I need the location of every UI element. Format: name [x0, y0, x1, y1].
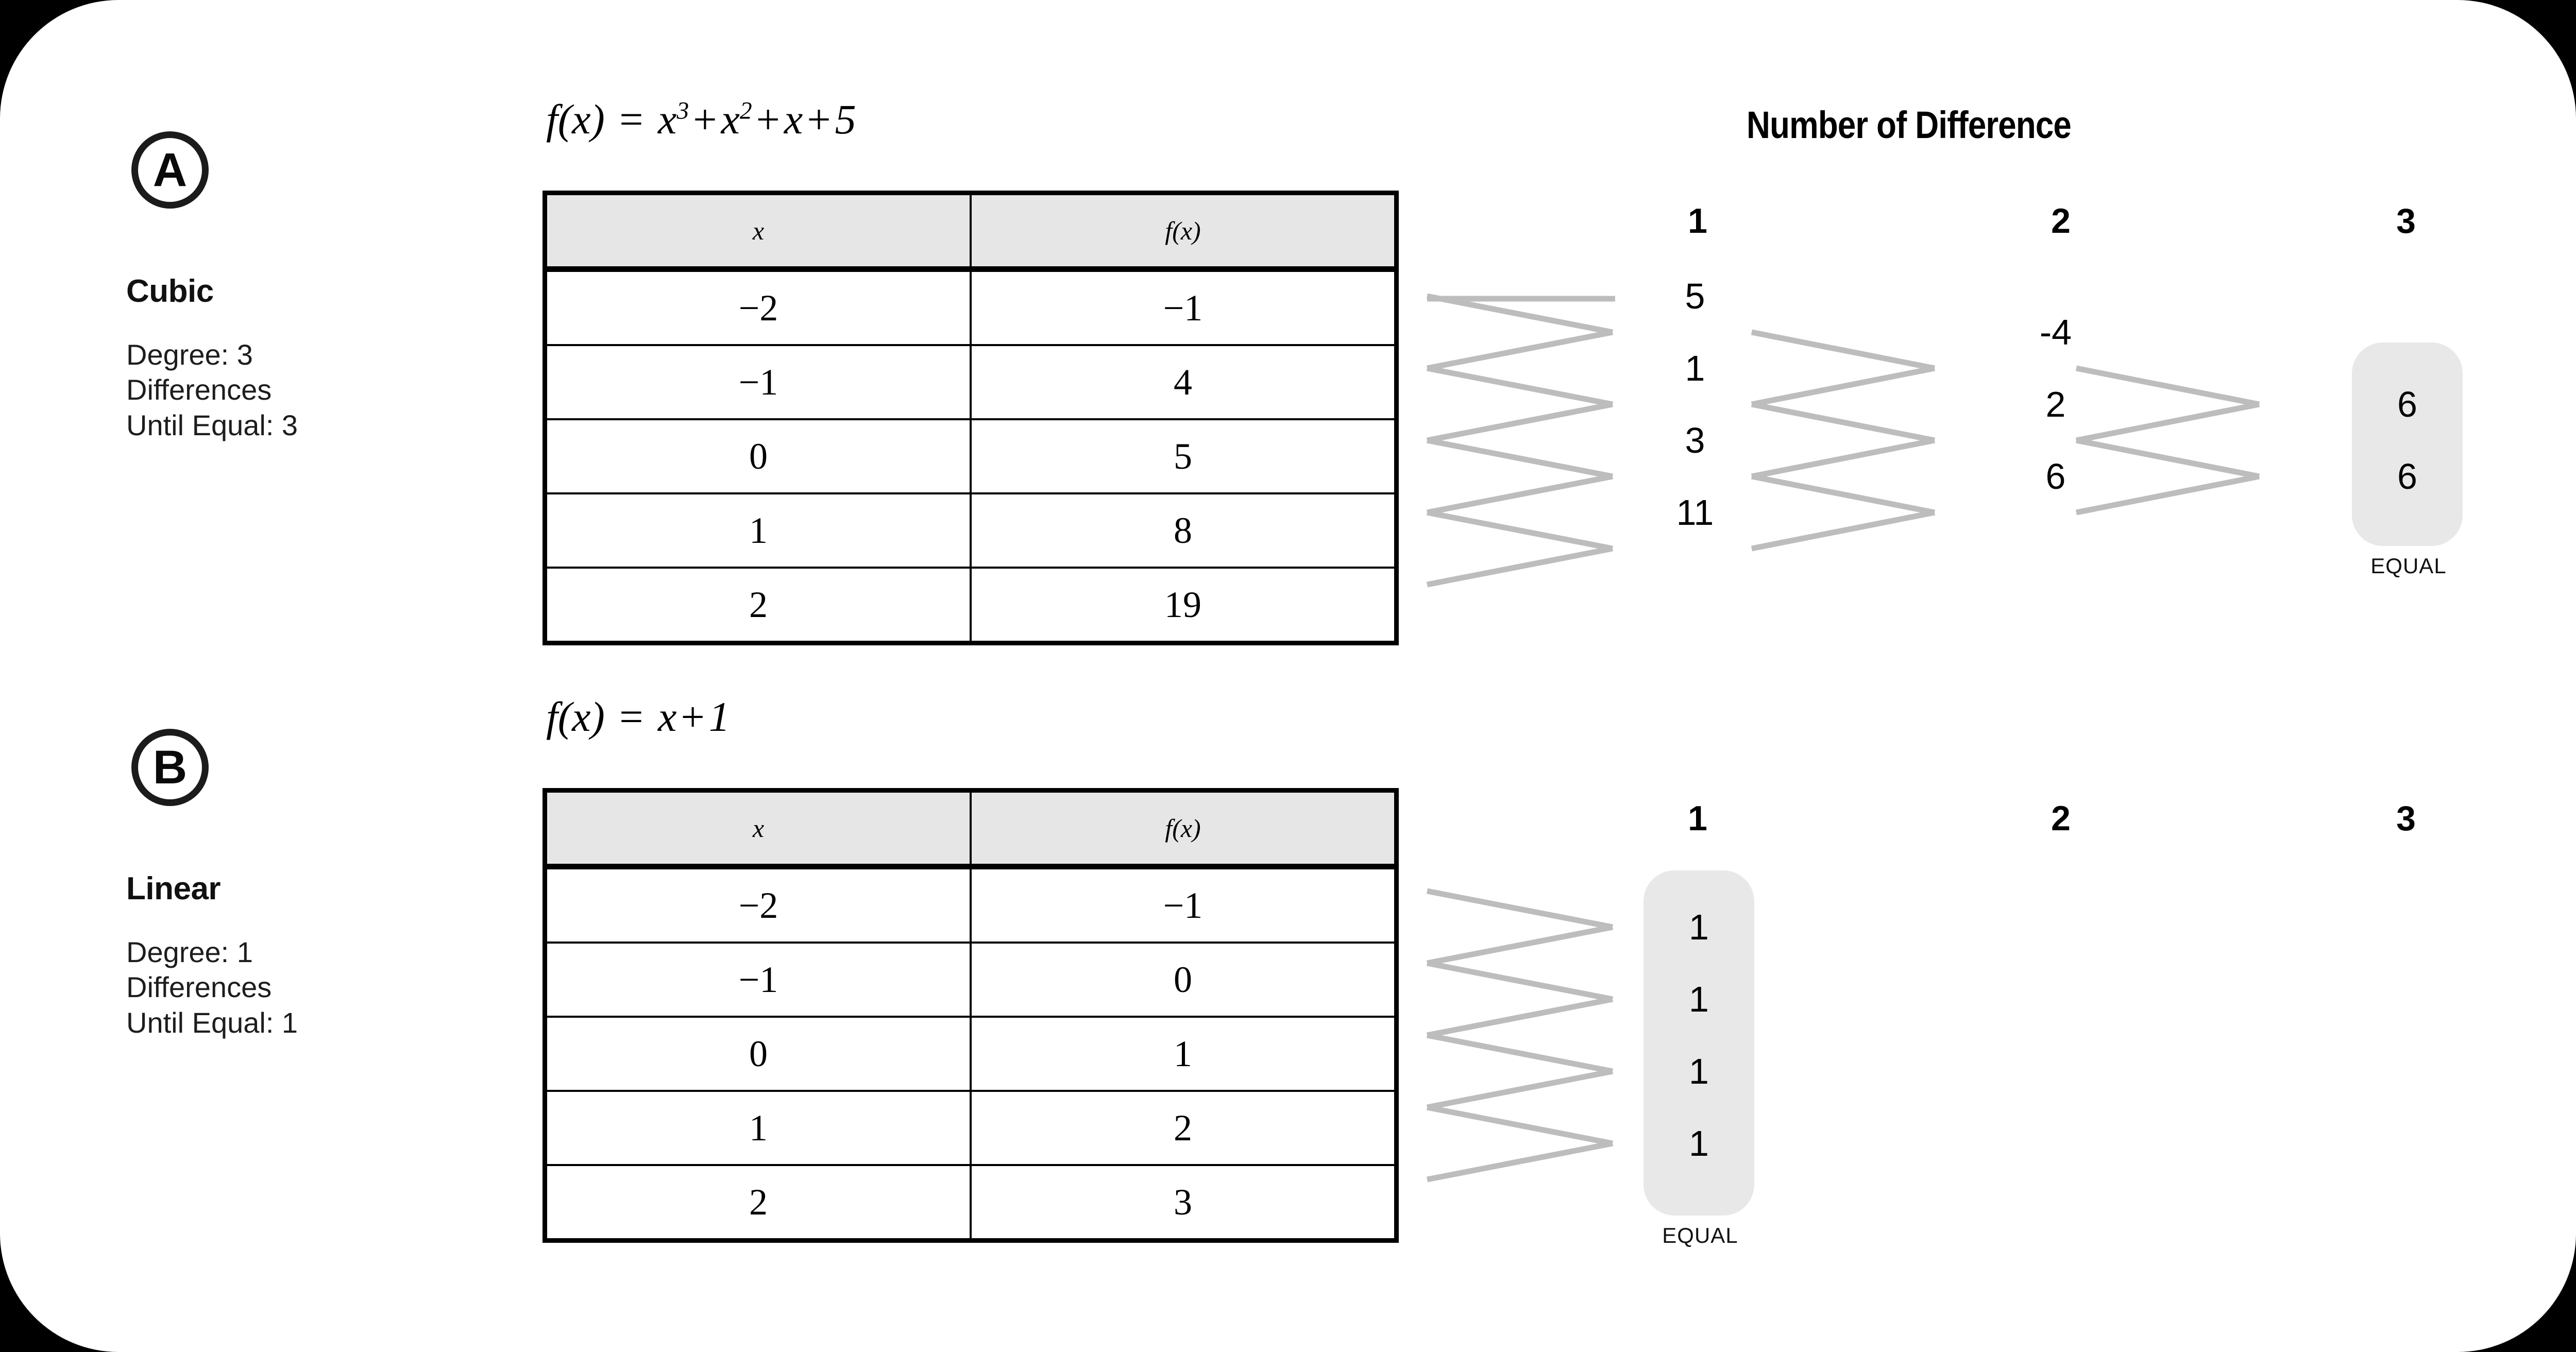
diff-value: 1: [1689, 1123, 1709, 1163]
col-header-fx: f(x): [970, 789, 1398, 869]
formula-rhs: x+1: [658, 693, 730, 740]
col-header-x: x: [544, 192, 972, 272]
table-row: −1 0: [544, 942, 1398, 1018]
panel-tag-letter: B: [152, 741, 188, 794]
table-row: −2 −1: [544, 865, 1398, 944]
equal-label-b: EQUAL: [1662, 1223, 1738, 1247]
col-header-x: x: [544, 789, 972, 869]
diff-col-header-1: 1: [1688, 201, 1707, 241]
value-table-a: x f(x) −2 −1 −1 4 0 5 1 8 2: [543, 191, 1399, 645]
cell-fx: 8: [970, 492, 1398, 569]
diff-col-header-3: 3: [2396, 201, 2416, 241]
formula-a: f(x) = x3+x2+x+5: [546, 95, 856, 144]
table-header-row: x f(x): [544, 192, 1398, 272]
table-row: 0 5: [544, 418, 1398, 494]
table-row: −2 −1: [544, 268, 1398, 346]
cell-fx: 19: [970, 567, 1398, 644]
diff-value: 1: [1685, 348, 1705, 388]
diff-value: 1: [1689, 907, 1709, 947]
panel-title-a: Cubic: [126, 273, 214, 309]
cell-x: 1: [544, 1090, 972, 1166]
diff-value: 2: [2045, 384, 2066, 424]
diff-col-header-1: 1: [1688, 799, 1707, 838]
cell-x: 0: [544, 418, 972, 494]
diff-value: 1: [1689, 979, 1709, 1019]
cell-x: 0: [544, 1016, 972, 1092]
col-header-fx: f(x): [970, 192, 1398, 272]
equal-label-a: EQUAL: [2370, 554, 2447, 578]
diff-value: 3: [1685, 420, 1705, 460]
panel-tag-a: A: [131, 131, 209, 209]
table-row: 2 19: [544, 567, 1398, 644]
cell-x: 2: [544, 1164, 972, 1242]
diff-value: 5: [1685, 276, 1705, 316]
cell-x: 2: [544, 567, 972, 644]
formula-lhs: f(x): [546, 693, 605, 740]
cell-x: −2: [544, 268, 972, 346]
diff-col-header-3: 3: [2396, 799, 2416, 838]
cell-fx: 4: [970, 344, 1398, 420]
cell-fx: −1: [970, 268, 1398, 346]
cell-x: 1: [544, 492, 972, 569]
panel-meta-a: Degree: 3 Differences Until Equal: 3: [126, 338, 298, 441]
cell-fx: 3: [970, 1164, 1398, 1242]
table-row: 1 8: [544, 492, 1398, 569]
diff-value: 6: [2397, 384, 2417, 424]
panel-cubic: A Cubic Degree: 3 Differences Until Equa…: [0, 0, 2576, 670]
diff-col-header-2: 2: [2051, 201, 2071, 241]
table-row: 2 3: [544, 1164, 1398, 1242]
section-title: Number of Difference: [1747, 104, 2072, 146]
panel-linear: B Linear Degree: 1 Differences Until Equ…: [0, 634, 2576, 1352]
cell-fx: 2: [970, 1090, 1398, 1166]
diff-value: 11: [1676, 492, 1714, 533]
diff-value: 6: [2397, 456, 2417, 497]
cell-x: −1: [544, 942, 972, 1018]
equal-pill-b: [1643, 870, 1754, 1216]
table-row: 1 2: [544, 1090, 1398, 1166]
cell-fx: 5: [970, 418, 1398, 494]
cell-fx: 1: [970, 1016, 1398, 1092]
formula-rhs: x3+x2+x+5: [658, 96, 856, 143]
cell-fx: 0: [970, 942, 1398, 1018]
panel-title-b: Linear: [126, 871, 221, 906]
panel-tag-letter: A: [152, 144, 188, 196]
diff-value: -4: [2039, 312, 2072, 352]
cell-x: −1: [544, 344, 972, 420]
formula-equals: =: [619, 693, 643, 740]
table-header-row: x f(x): [544, 789, 1398, 869]
panel-tag-b: B: [131, 729, 209, 806]
table-row: 0 1: [544, 1016, 1398, 1092]
cell-x: −2: [544, 865, 972, 944]
diff-value: 1: [1689, 1051, 1709, 1091]
formula-lhs: f(x): [546, 96, 605, 143]
formula-equals: =: [619, 96, 643, 143]
value-table-b: x f(x) −2 −1 −1 0 0 1 1 2 2: [543, 788, 1399, 1243]
equal-pill-a: [2352, 343, 2463, 546]
formula-b: f(x) = x+1: [546, 693, 730, 741]
table-row: −1 4: [544, 344, 1398, 420]
diff-col-header-2: 2: [2051, 799, 2071, 838]
cell-fx: −1: [970, 865, 1398, 944]
diff-value: 6: [2045, 456, 2066, 497]
panel-meta-b: Degree: 1 Differences Until Equal: 1: [126, 936, 298, 1039]
